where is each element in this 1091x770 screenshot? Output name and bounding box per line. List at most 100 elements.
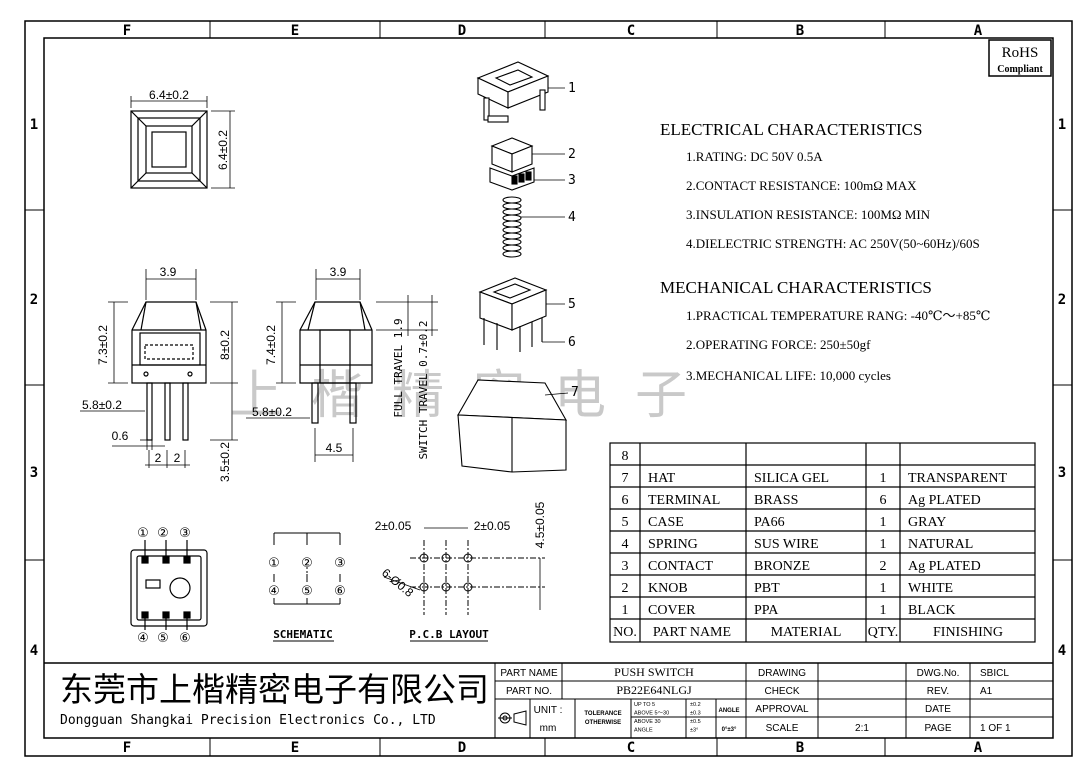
electrical-item: 1.RATING: DC 50V 0.5A	[686, 149, 823, 164]
col-label: D	[458, 740, 466, 756]
col-label: C	[627, 740, 635, 756]
row-label: 2	[1058, 292, 1066, 308]
bom-cell: 6	[880, 493, 887, 508]
electrical-title: ELECTRICAL CHARACTERISTICS	[660, 120, 922, 139]
bom-cell: BRASS	[754, 493, 798, 508]
bom-cell: SILICA GEL	[754, 471, 829, 486]
dim-side-top: 3.9	[330, 265, 347, 279]
balloons: 1 2 3 4 5 6 7	[568, 81, 579, 400]
part-name-label: PART NAME	[500, 668, 558, 679]
tolerance-value: ±0.3	[690, 711, 701, 717]
balloon: 4	[568, 210, 576, 225]
dim-side-bottom: 4.5	[326, 441, 343, 455]
dim-pcb-pitch-a: 2±0.05	[375, 519, 412, 533]
balloon: 1	[568, 81, 576, 96]
angle-value: 0°±3°	[722, 727, 737, 733]
dim-pin-pitch-a: 2	[155, 451, 162, 465]
bom-header-cell: PART NAME	[653, 625, 731, 640]
dim-front-left: 7.3±0.2	[96, 325, 110, 365]
dim-pcb-pitch-b: 2±0.05	[474, 519, 511, 533]
col-label: B	[796, 23, 804, 39]
bom-cell: 1	[622, 603, 629, 618]
dim-front-right: 8±0.2	[218, 330, 232, 360]
check-label: CHECK	[764, 686, 799, 697]
row-label: 2	[30, 292, 38, 308]
bom-cell: HAT	[648, 471, 676, 486]
row-label: 4	[1058, 643, 1066, 659]
bom-cell: CONTACT	[648, 559, 713, 574]
bom-cell: 5	[622, 515, 629, 530]
electrical-item: 4.DIELECTRIC STRENGTH: AC 250V(50~60Hz)/…	[686, 236, 980, 251]
pin-number: ④	[268, 583, 280, 598]
bom-cell: COVER	[648, 603, 696, 618]
scale-label: SCALE	[766, 723, 799, 734]
col-label: E	[291, 23, 299, 39]
row-label: 1	[30, 117, 38, 133]
row-label: 1	[1058, 117, 1066, 133]
bom-cell: 4	[622, 537, 629, 552]
bom-cell: 1	[880, 603, 887, 618]
electrical-item: 3.INSULATION RESISTANCE: 100MΩ MIN	[686, 207, 931, 222]
balloon: 7	[571, 385, 579, 400]
dim-switch-travel: SWITCH TRAVEL 0.7±0.2	[417, 320, 430, 459]
dim-side-pin: 5.8±0.2	[252, 405, 292, 419]
page-label: PAGE	[924, 723, 951, 734]
balloon: 5	[568, 297, 576, 312]
bom-cell: 6	[622, 493, 629, 508]
balloon: 2	[568, 147, 576, 162]
pin-number: ④	[137, 630, 149, 645]
col-label: A	[974, 740, 983, 756]
pin-number: ③	[179, 525, 191, 540]
balloon: 6	[568, 335, 576, 350]
mechanical-item: 2.OPERATING FORCE: 250±50gf	[686, 337, 871, 352]
bom-cell: 7	[622, 471, 629, 486]
schematic	[273, 532, 341, 642]
dwg-value: SBICL	[980, 668, 1009, 679]
bom-cell: 1	[880, 515, 887, 530]
dim-front-pin: 5.8±0.2	[82, 398, 122, 412]
col-label: F	[123, 23, 131, 39]
bom-cell: Ag PLATED	[908, 559, 981, 574]
pin-number: ⑤	[301, 583, 313, 598]
tolerance-range: ANGLE	[634, 728, 653, 734]
exploded-view	[457, 61, 567, 473]
bom-cell: NATURAL	[908, 537, 973, 552]
bom-cell: BLACK	[908, 603, 955, 618]
bom-header-cell: MATERIAL	[771, 625, 842, 640]
front-view	[80, 269, 238, 468]
bom-cell: 2	[880, 559, 887, 574]
bom-cell: WHITE	[908, 581, 953, 596]
mechanical-item: 1.PRACTICAL TEMPERATURE RANG: -40℃～+85℃	[686, 308, 990, 323]
projection-symbol-icon	[498, 710, 527, 726]
scale-value: 2:1	[855, 723, 869, 734]
pin-number: ⑤	[157, 630, 169, 645]
pin-number: ②	[301, 555, 313, 570]
bom-cell: TERMINAL	[648, 493, 720, 508]
unit-label: UNIT :	[534, 705, 563, 716]
approval-label: APPROVAL	[755, 704, 809, 715]
tolerance-sub: OTHERWISE	[585, 720, 621, 726]
bom-header-cell: NO.	[613, 625, 637, 640]
dim-top-height: 6.4±0.2	[216, 130, 230, 170]
rohs-subtitle: Compliant	[997, 64, 1043, 75]
tolerance-label: TOLERANCE	[584, 711, 621, 717]
bom-cell: SPRING	[648, 537, 698, 552]
angle-label: ANGLE	[719, 708, 740, 714]
tolerance-value: ±3°	[690, 728, 698, 734]
row-label: 4	[30, 643, 38, 659]
bom-cell: 1	[880, 471, 887, 486]
pcb-label: P.C.B LAYOUT	[409, 628, 489, 641]
part-name-value: PUSH SWITCH	[614, 665, 694, 679]
tolerance-range: UP TO 5	[634, 702, 655, 708]
inner-frame	[43, 37, 1054, 739]
pin-number: ⑥	[334, 583, 346, 598]
pin-number: ②	[157, 525, 169, 540]
characteristics: ELECTRICAL CHARACTERISTICS 1.RATING: DC …	[660, 120, 990, 383]
bom-cell: 1	[880, 537, 887, 552]
part-no-value: PB22E64NLGJ	[616, 683, 692, 697]
dim-side-left: 7.4±0.2	[264, 325, 278, 365]
bom-cell: KNOB	[648, 581, 688, 596]
bom-cell: BRONZE	[754, 559, 810, 574]
rohs-badge: RoHS Compliant	[988, 39, 1052, 77]
